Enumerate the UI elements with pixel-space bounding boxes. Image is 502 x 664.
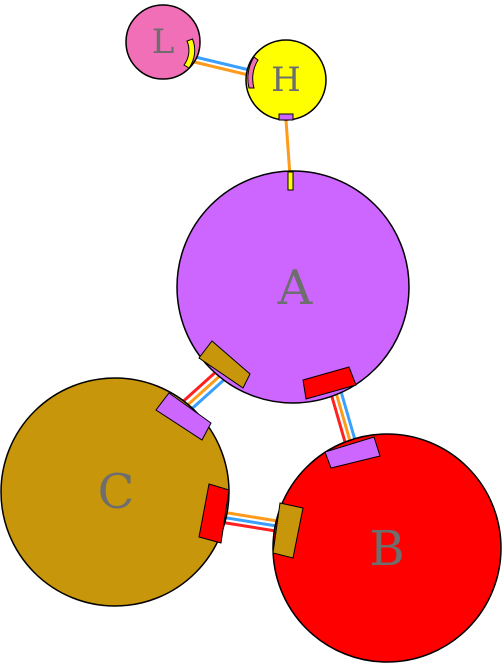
node-H-contact-patch-A: [278, 113, 294, 121]
node-L-label: L: [152, 22, 175, 62]
node-A-label: A: [277, 260, 314, 316]
node-B-contact-patch-A: [324, 436, 381, 469]
node-A-contact-patch-B: [302, 366, 357, 400]
node-B-contact-patch-C: [272, 502, 304, 559]
node-C-label: C: [98, 464, 135, 520]
edge-A-B: [328, 387, 357, 443]
node-L-contact-patch: [183, 38, 196, 69]
node-C-contact-patch-B: [198, 483, 230, 544]
node-H-label: H: [271, 60, 301, 100]
node-A-contact-patch-H: [287, 171, 294, 191]
node-H-contact-patch-L: [247, 56, 259, 89]
node-B-label: B: [369, 521, 404, 577]
node-A[interactable]: A: [176, 170, 410, 404]
node-L[interactable]: L: [125, 4, 201, 80]
node-B[interactable]: B: [272, 433, 502, 663]
node-C[interactable]: C: [0, 377, 230, 607]
node-C-contact-patch-A: [155, 392, 212, 441]
node-A-contact-patch-C: [198, 340, 251, 389]
node-H[interactable]: H: [245, 39, 327, 121]
